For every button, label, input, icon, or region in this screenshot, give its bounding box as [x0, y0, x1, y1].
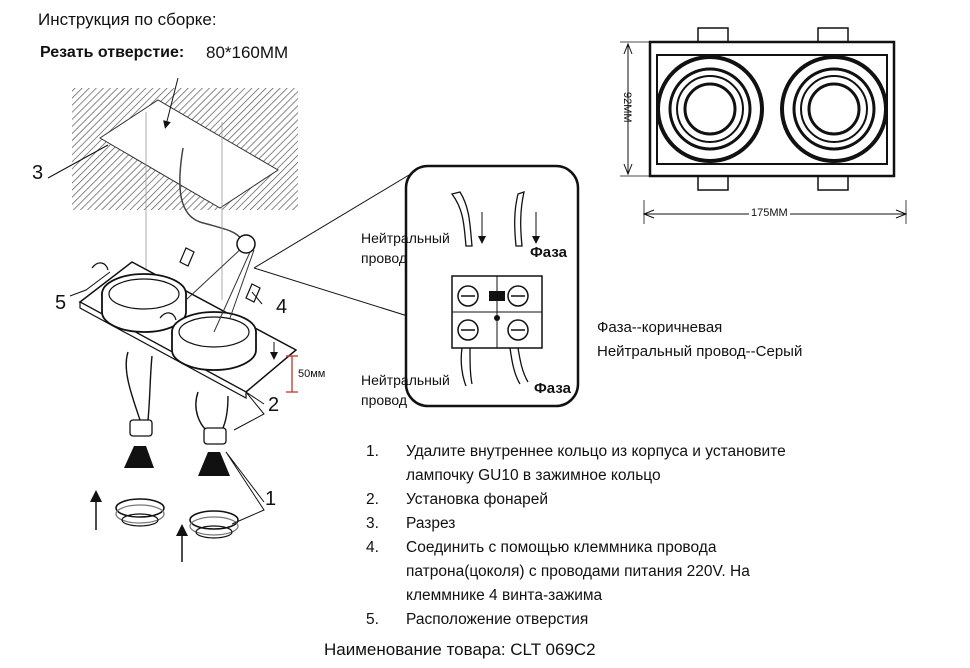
step-number: 5.	[366, 611, 379, 628]
step-text: Удалите внутреннее кольцо из корпуса и у…	[406, 443, 786, 460]
step-text: Установка фонарей	[406, 491, 549, 508]
step-text: Разрез	[406, 515, 456, 532]
callout-2: 2	[268, 394, 280, 416]
cut-hole-label: Резать отверстие:	[40, 44, 185, 61]
callout-3: 3	[32, 162, 44, 184]
step-line: клеммнике 4 винта-зажима	[366, 584, 786, 608]
step-number: 1.	[366, 443, 379, 460]
step-number: 4.	[366, 539, 379, 556]
callout-leaders	[69, 271, 265, 525]
step-number: 2.	[366, 491, 379, 508]
step-line: 1. Удалите внутреннее кольцо из корпуса и…	[366, 440, 786, 464]
neutral-label-bottom: Нейтральный провод	[361, 372, 450, 408]
wire-color-legend: Фаза--коричневая Нейтральный провод--Сер…	[597, 316, 802, 364]
callout-3-leader	[47, 144, 109, 179]
callout-1: 1	[265, 488, 277, 510]
top-view-drawing	[620, 27, 908, 224]
instruction-title: Инструкция по сборке:	[38, 10, 217, 29]
step-number	[366, 584, 406, 608]
assembly-steps-list: 1. Удалите внутреннее кольцо из корпуса и…	[366, 440, 786, 632]
step-number	[366, 464, 406, 488]
clamp-rings	[115, 498, 239, 539]
legend-phase: Фаза--коричневая	[597, 319, 723, 336]
product-name: Наименование товара: CLT 069C2	[324, 640, 596, 659]
top-view-height-label: 92MM	[621, 92, 633, 123]
cut-hole-size: 80*160MM	[206, 43, 289, 62]
ceiling-panel	[72, 77, 298, 300]
step-line: 4. Соединить с помощью клеммника провода	[366, 536, 786, 560]
phase-label-top: Фаза	[530, 244, 567, 261]
step-line: 5. Расположение отверстия	[366, 608, 786, 632]
step-line: 3. Разрез	[366, 512, 786, 536]
wiring-detail-panel	[404, 164, 580, 408]
gu10-bulbs	[124, 446, 230, 476]
phase-label-bottom: Фаза	[534, 380, 571, 397]
step-line: лампочку GU10 в зажимное кольцо	[366, 464, 786, 488]
fixture-body	[78, 234, 298, 445]
top-view-width-label: 175MM	[749, 207, 790, 219]
neutral-label-top: Нейтральный провод	[361, 230, 450, 266]
step-text: лампочку GU10 в зажимное кольцо	[406, 467, 661, 484]
step-line: патрона(цоколя) с проводами питания 220V…	[366, 560, 786, 584]
step-text: Расположение отверстия	[406, 611, 589, 628]
depth-label: 50мм	[298, 368, 326, 380]
step-line: 2. Установка фонарей	[366, 488, 786, 512]
step-text: клеммнике 4 винта-зажима	[406, 587, 603, 604]
step-number: 3.	[366, 515, 379, 532]
legend-neutral: Нейтральный провод--Серый	[597, 343, 803, 360]
step-text: патрона(цоколя) с проводами питания 220V…	[406, 563, 750, 580]
callout-5: 5	[55, 292, 67, 314]
callout-4: 4	[276, 296, 288, 318]
step-text: Соединить с помощью клеммника провода	[406, 539, 717, 556]
step-number	[366, 560, 406, 584]
